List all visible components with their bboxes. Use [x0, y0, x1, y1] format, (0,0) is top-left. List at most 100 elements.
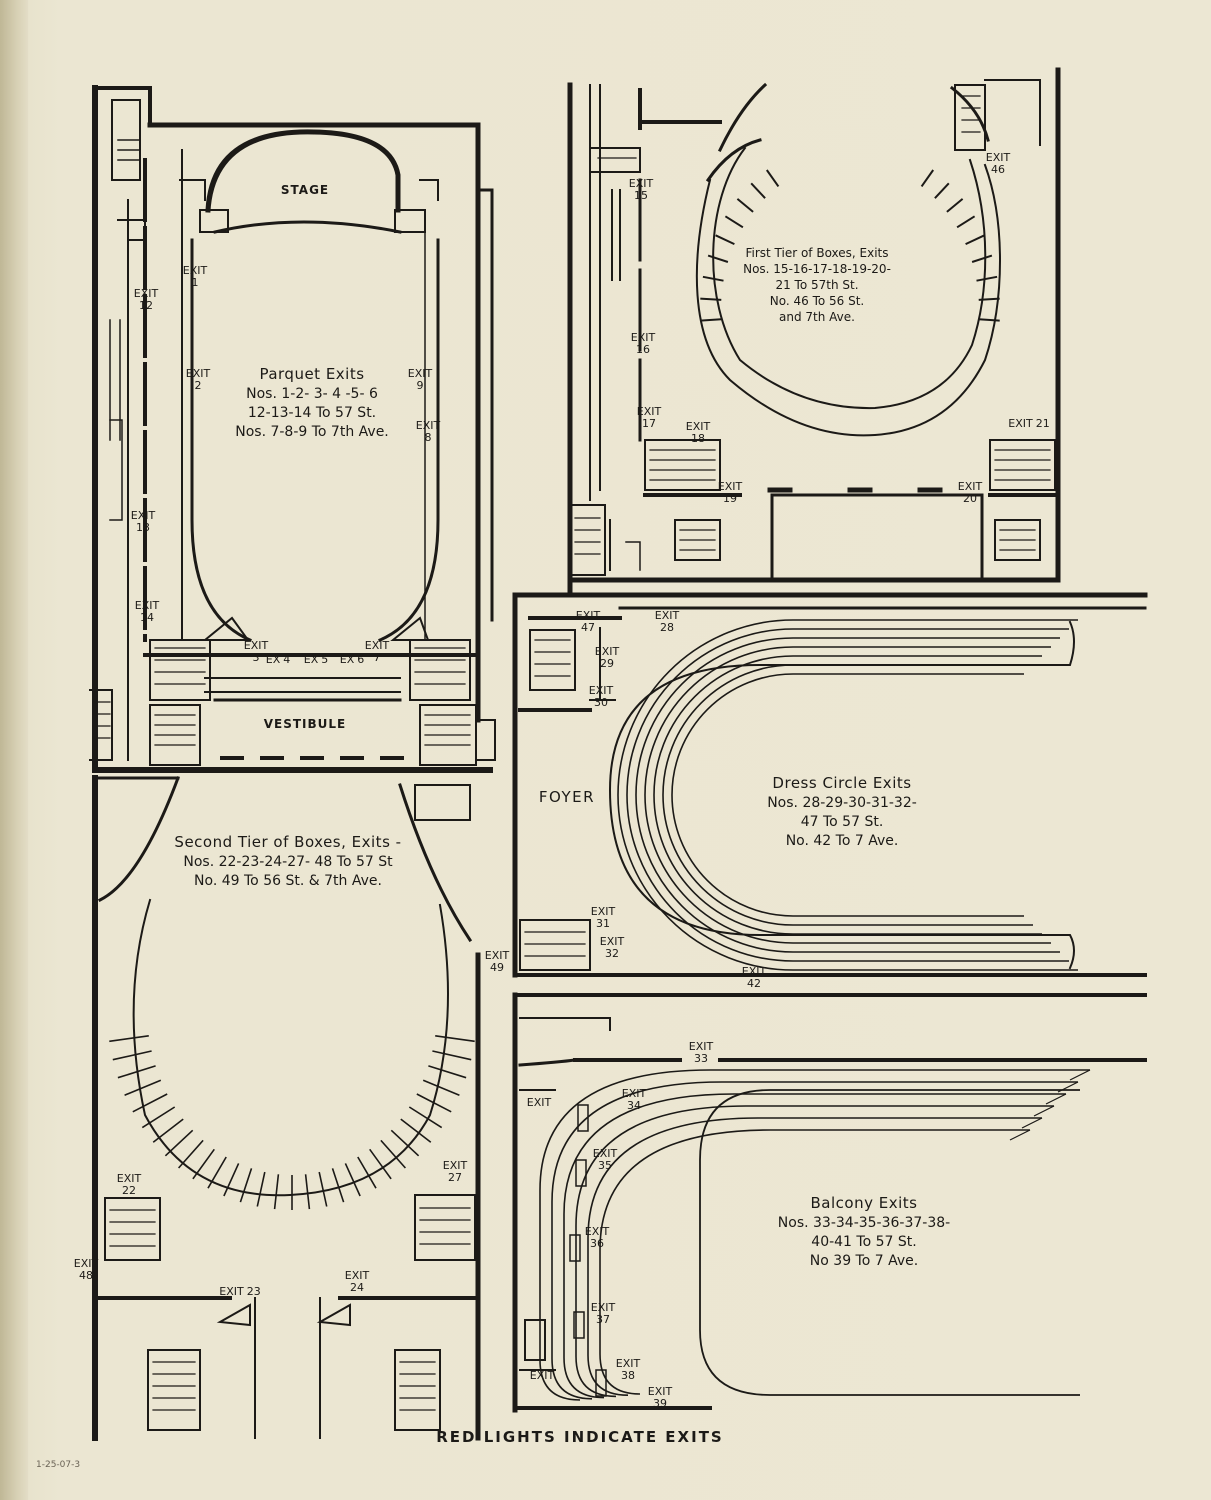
exit-word: EXIT — [415, 419, 441, 432]
balcony-box — [573, 1311, 585, 1339]
exit-word: EXIT — [1008, 417, 1033, 430]
second-tier-box-divider — [132, 1093, 168, 1113]
exit-40-marker: EXIT — [527, 1097, 551, 1109]
exit-number: 6 — [357, 653, 365, 666]
balcony-row-line — [563, 1093, 1066, 1399]
parquet-plan — [89, 85, 496, 773]
exit-word: EX — [339, 653, 355, 666]
balcony-row-line — [539, 1069, 1090, 1401]
balcony-row-line — [599, 1129, 1030, 1395]
exit-number: 4 — [283, 653, 291, 666]
first-tier-line-3: No. 46 To 56 St. — [769, 294, 865, 308]
exit-word: EXIT — [630, 331, 656, 344]
first-tier-box-divider — [765, 169, 780, 187]
exit-number: 2 — [194, 379, 202, 392]
exit-word: EXIT — [575, 609, 601, 622]
first-tier-box-divider — [978, 297, 1000, 301]
exit-number: 35 — [597, 1159, 612, 1172]
first-tier-box-divider — [715, 234, 735, 246]
second-tier-box-divider — [422, 1079, 460, 1096]
second-tier-box-divider — [331, 1168, 345, 1203]
dress-circle-plan — [512, 592, 1148, 978]
exit-word: EXIT — [588, 684, 614, 697]
first-tier-box-divider — [934, 182, 950, 199]
exit-number: 8 — [424, 431, 432, 444]
balcony-row-line — [551, 1081, 1078, 1400]
first-tier-line-2: 21 To 57th St. — [775, 278, 859, 292]
balcony-legend: Balcony Exits Nos. 33-34-35-36-37-38- 40… — [778, 1194, 950, 1271]
exit-number: 1 — [191, 276, 199, 289]
parquet-line-3: Nos. 7-8-9 To 7th Ave. — [235, 424, 389, 440]
second-tier-box-divider — [380, 1139, 406, 1169]
exit-word: EXIT — [185, 367, 211, 380]
second-tier-box-divider — [207, 1156, 227, 1189]
second-tier-box-divider — [408, 1106, 443, 1129]
second-tier-box-divider — [369, 1148, 392, 1180]
exit-word: EXIT — [647, 1385, 673, 1398]
second-tier-box-divider — [435, 1035, 475, 1043]
second-tier-box-divider — [192, 1148, 215, 1180]
exit-word: EXIT — [636, 405, 662, 418]
footer-note: RED LIGHTS INDICATE EXITS — [436, 1428, 724, 1446]
exit-number: 39 — [652, 1397, 667, 1410]
exit-number: 24 — [349, 1281, 364, 1294]
first-tier-plan — [567, 67, 1061, 593]
first-tier-box-divider — [736, 198, 754, 213]
exit-number: 37 — [595, 1313, 610, 1326]
exit-number: 19 — [722, 492, 737, 505]
exit-number: 16 — [635, 343, 650, 356]
dress-circle-line-2: 47 To 57 St. — [800, 814, 884, 830]
exit-word: EXIT — [688, 1040, 714, 1053]
second-tier-box-divider — [152, 1118, 184, 1143]
dress-circle-row-line — [671, 673, 1024, 917]
exit-word: EXIT — [957, 480, 983, 493]
first-tier-box-divider — [920, 169, 935, 187]
exit-number: 30 — [593, 696, 608, 709]
exit-number: 22 — [121, 1184, 136, 1197]
dress-circle-line-3: No. 42 To 7 Ave. — [785, 833, 899, 849]
exit-number: 29 — [599, 657, 614, 670]
second-tier-box-divider — [273, 1174, 280, 1210]
first-tier-box-divider — [956, 215, 976, 229]
exit-number: 34 — [626, 1099, 641, 1112]
second-tier-box-divider — [357, 1156, 377, 1189]
parquet-line-1: Nos. 1-2- 3- 4 -5- 6 — [246, 386, 378, 402]
balcony-box — [577, 1104, 589, 1132]
balcony-row-end — [1069, 1069, 1091, 1081]
second-tier-box-divider — [318, 1171, 328, 1207]
balcony-row-end — [1057, 1081, 1079, 1093]
first-tier-box-divider — [965, 234, 985, 246]
first-tier-box-divider — [707, 254, 729, 263]
balcony-row-end — [1021, 1117, 1043, 1129]
binding-spine — [0, 0, 28, 1500]
exit-word: EXIT — [741, 965, 767, 978]
exit-word: EXIT — [621, 1087, 647, 1100]
exit-number: 7 — [373, 651, 381, 664]
second-tier-box-divider — [256, 1171, 266, 1207]
exit-number: 14 — [139, 611, 154, 624]
exit-number: 46 — [990, 163, 1005, 176]
balcony-line-1: Nos. 33-34-35-36-37-38- — [777, 1215, 951, 1231]
exit-number: 49 — [489, 961, 504, 974]
